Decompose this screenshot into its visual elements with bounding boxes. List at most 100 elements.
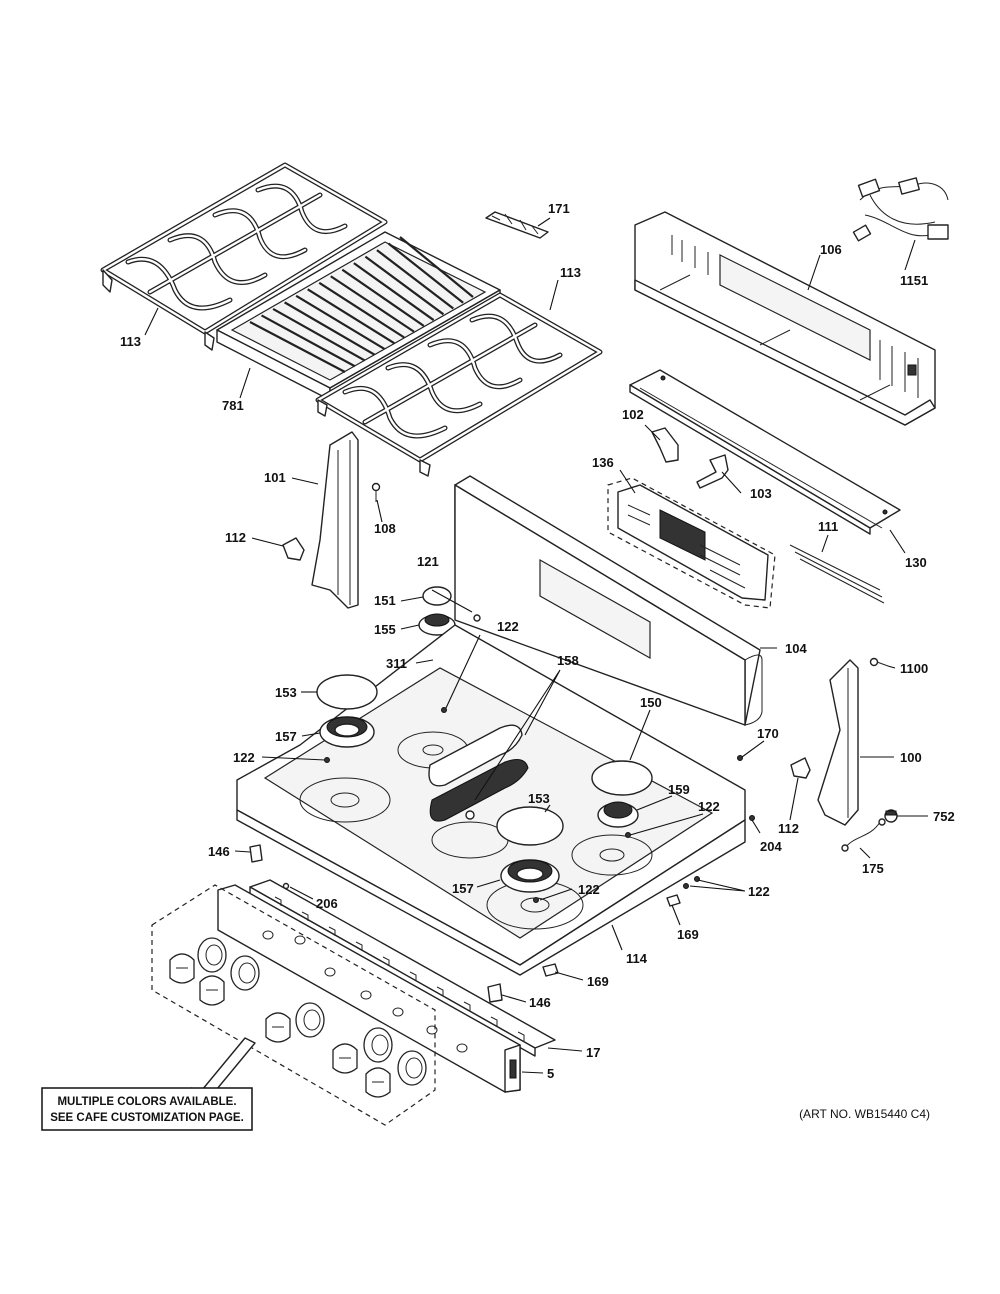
knobs-group	[151, 884, 436, 1126]
panel-tab	[517, 1031, 525, 1041]
panel-tab	[274, 896, 282, 906]
label-781: 781	[222, 398, 244, 413]
part-146-knob-clip-left	[249, 844, 263, 863]
part-169-clip-bottom	[542, 963, 559, 977]
label-158: 158	[557, 653, 579, 668]
label-101: 101	[264, 470, 286, 485]
label-103: 103	[750, 486, 772, 501]
burner-knob	[265, 1012, 291, 1043]
knob-shaft-hole	[456, 1043, 468, 1053]
knob-shaft-hole	[324, 967, 336, 977]
part-171-bracket	[485, 211, 549, 239]
note-box	[41, 1087, 253, 1131]
griddle-rib	[249, 321, 346, 373]
right-grate	[315, 292, 603, 477]
leader-lines	[144, 217, 928, 1074]
label-1151: 1151	[900, 273, 928, 288]
griddle-rib	[364, 255, 445, 316]
part-130-trim-rail	[629, 369, 901, 535]
label-136: 136	[592, 455, 614, 470]
part-103-bracket	[696, 454, 729, 489]
griddle-rib	[261, 314, 356, 368]
label-102: 102	[622, 407, 644, 422]
griddle-rib	[341, 268, 425, 327]
label-104: 104	[785, 641, 807, 656]
griddle-rib	[284, 301, 376, 356]
label-175: 175	[862, 861, 884, 876]
part-153-cap-center	[496, 806, 564, 846]
burner-knob	[332, 1043, 358, 1074]
label-111: 111	[818, 519, 838, 534]
part-122-screws	[324, 707, 755, 903]
label-114: 114	[626, 951, 648, 966]
label-206: 206	[316, 896, 338, 911]
label-122-a: 122	[497, 619, 519, 634]
panel-tab	[436, 986, 444, 996]
label-106: 106	[820, 242, 842, 257]
panel-tab	[328, 926, 336, 936]
griddle-rib	[318, 281, 405, 339]
griddle-rib	[353, 262, 435, 321]
part-101-side-trim	[311, 431, 359, 609]
part-121-screw	[473, 614, 481, 622]
note-line-1: MULTIPLE COLORS AVAILABLE.	[57, 1096, 236, 1108]
part-151-cap	[422, 586, 452, 606]
griddle-rib	[295, 294, 385, 350]
part-150-cap	[591, 760, 653, 796]
label-112-right: 112	[778, 821, 799, 836]
part-100-side-trim	[817, 659, 859, 826]
label-122-d: 122	[578, 882, 600, 897]
burner-knob	[230, 955, 260, 991]
label-157-center: 157	[452, 881, 474, 896]
label-113-left: 113	[120, 334, 141, 349]
part-752-grommet	[884, 809, 898, 823]
label-17: 17	[586, 1045, 600, 1060]
griddle-rib	[376, 249, 454, 310]
art-number: (ART NO. WB15440 C4)	[799, 1107, 930, 1121]
label-1100: 1100	[900, 661, 928, 676]
label-311: 311	[386, 656, 407, 671]
label-108: 108	[374, 521, 396, 536]
part-153-cap-left	[316, 674, 378, 710]
part-1100-screw	[869, 657, 889, 667]
label-113-right: 113	[560, 265, 581, 280]
part-157-burner-left	[319, 716, 375, 748]
label-170: 170	[757, 726, 779, 741]
part-labels: 113 113 781 171 106 1151 102 136 103 101…	[120, 201, 955, 1081]
knob-shaft-hole	[262, 930, 274, 940]
part-157-burner-center	[500, 859, 560, 893]
part-175-wire	[841, 818, 886, 852]
griddle-rib	[307, 288, 395, 345]
burner-knob	[197, 937, 227, 973]
label-121: 121	[417, 554, 439, 569]
panel-tab	[463, 1001, 471, 1011]
label-122-c: 122	[698, 799, 720, 814]
part-158-oval-burner	[428, 724, 529, 822]
part-104-backguard	[454, 475, 763, 726]
label-100: 100	[900, 750, 922, 765]
part-136-control-board	[607, 477, 776, 609]
part-112-bracket-left	[282, 537, 305, 561]
burner-knob	[397, 1050, 427, 1086]
knob-shaft-hole	[360, 990, 372, 1000]
note-line-2: SEE CAFE CUSTOMIZATION PAGE.	[50, 1112, 244, 1124]
label-130: 130	[905, 555, 927, 570]
label-155: 155	[374, 622, 396, 637]
griddle-rib	[272, 307, 366, 362]
burner-knob	[363, 1027, 393, 1063]
label-159: 159	[668, 782, 690, 797]
knob-shaft-hole	[426, 1025, 438, 1035]
label-122-b: 122	[233, 750, 255, 765]
label-150: 150	[640, 695, 662, 710]
label-5: 5	[547, 1066, 554, 1081]
knob-shaft-hole	[392, 1007, 404, 1017]
part-108-screw	[371, 482, 381, 502]
label-146-right: 146	[529, 995, 551, 1010]
label-171: 171	[548, 201, 570, 216]
part-106-back-panel	[634, 211, 936, 426]
label-112-left: 112	[225, 530, 246, 545]
panel-tab	[409, 971, 417, 981]
panel-tab	[355, 941, 363, 951]
